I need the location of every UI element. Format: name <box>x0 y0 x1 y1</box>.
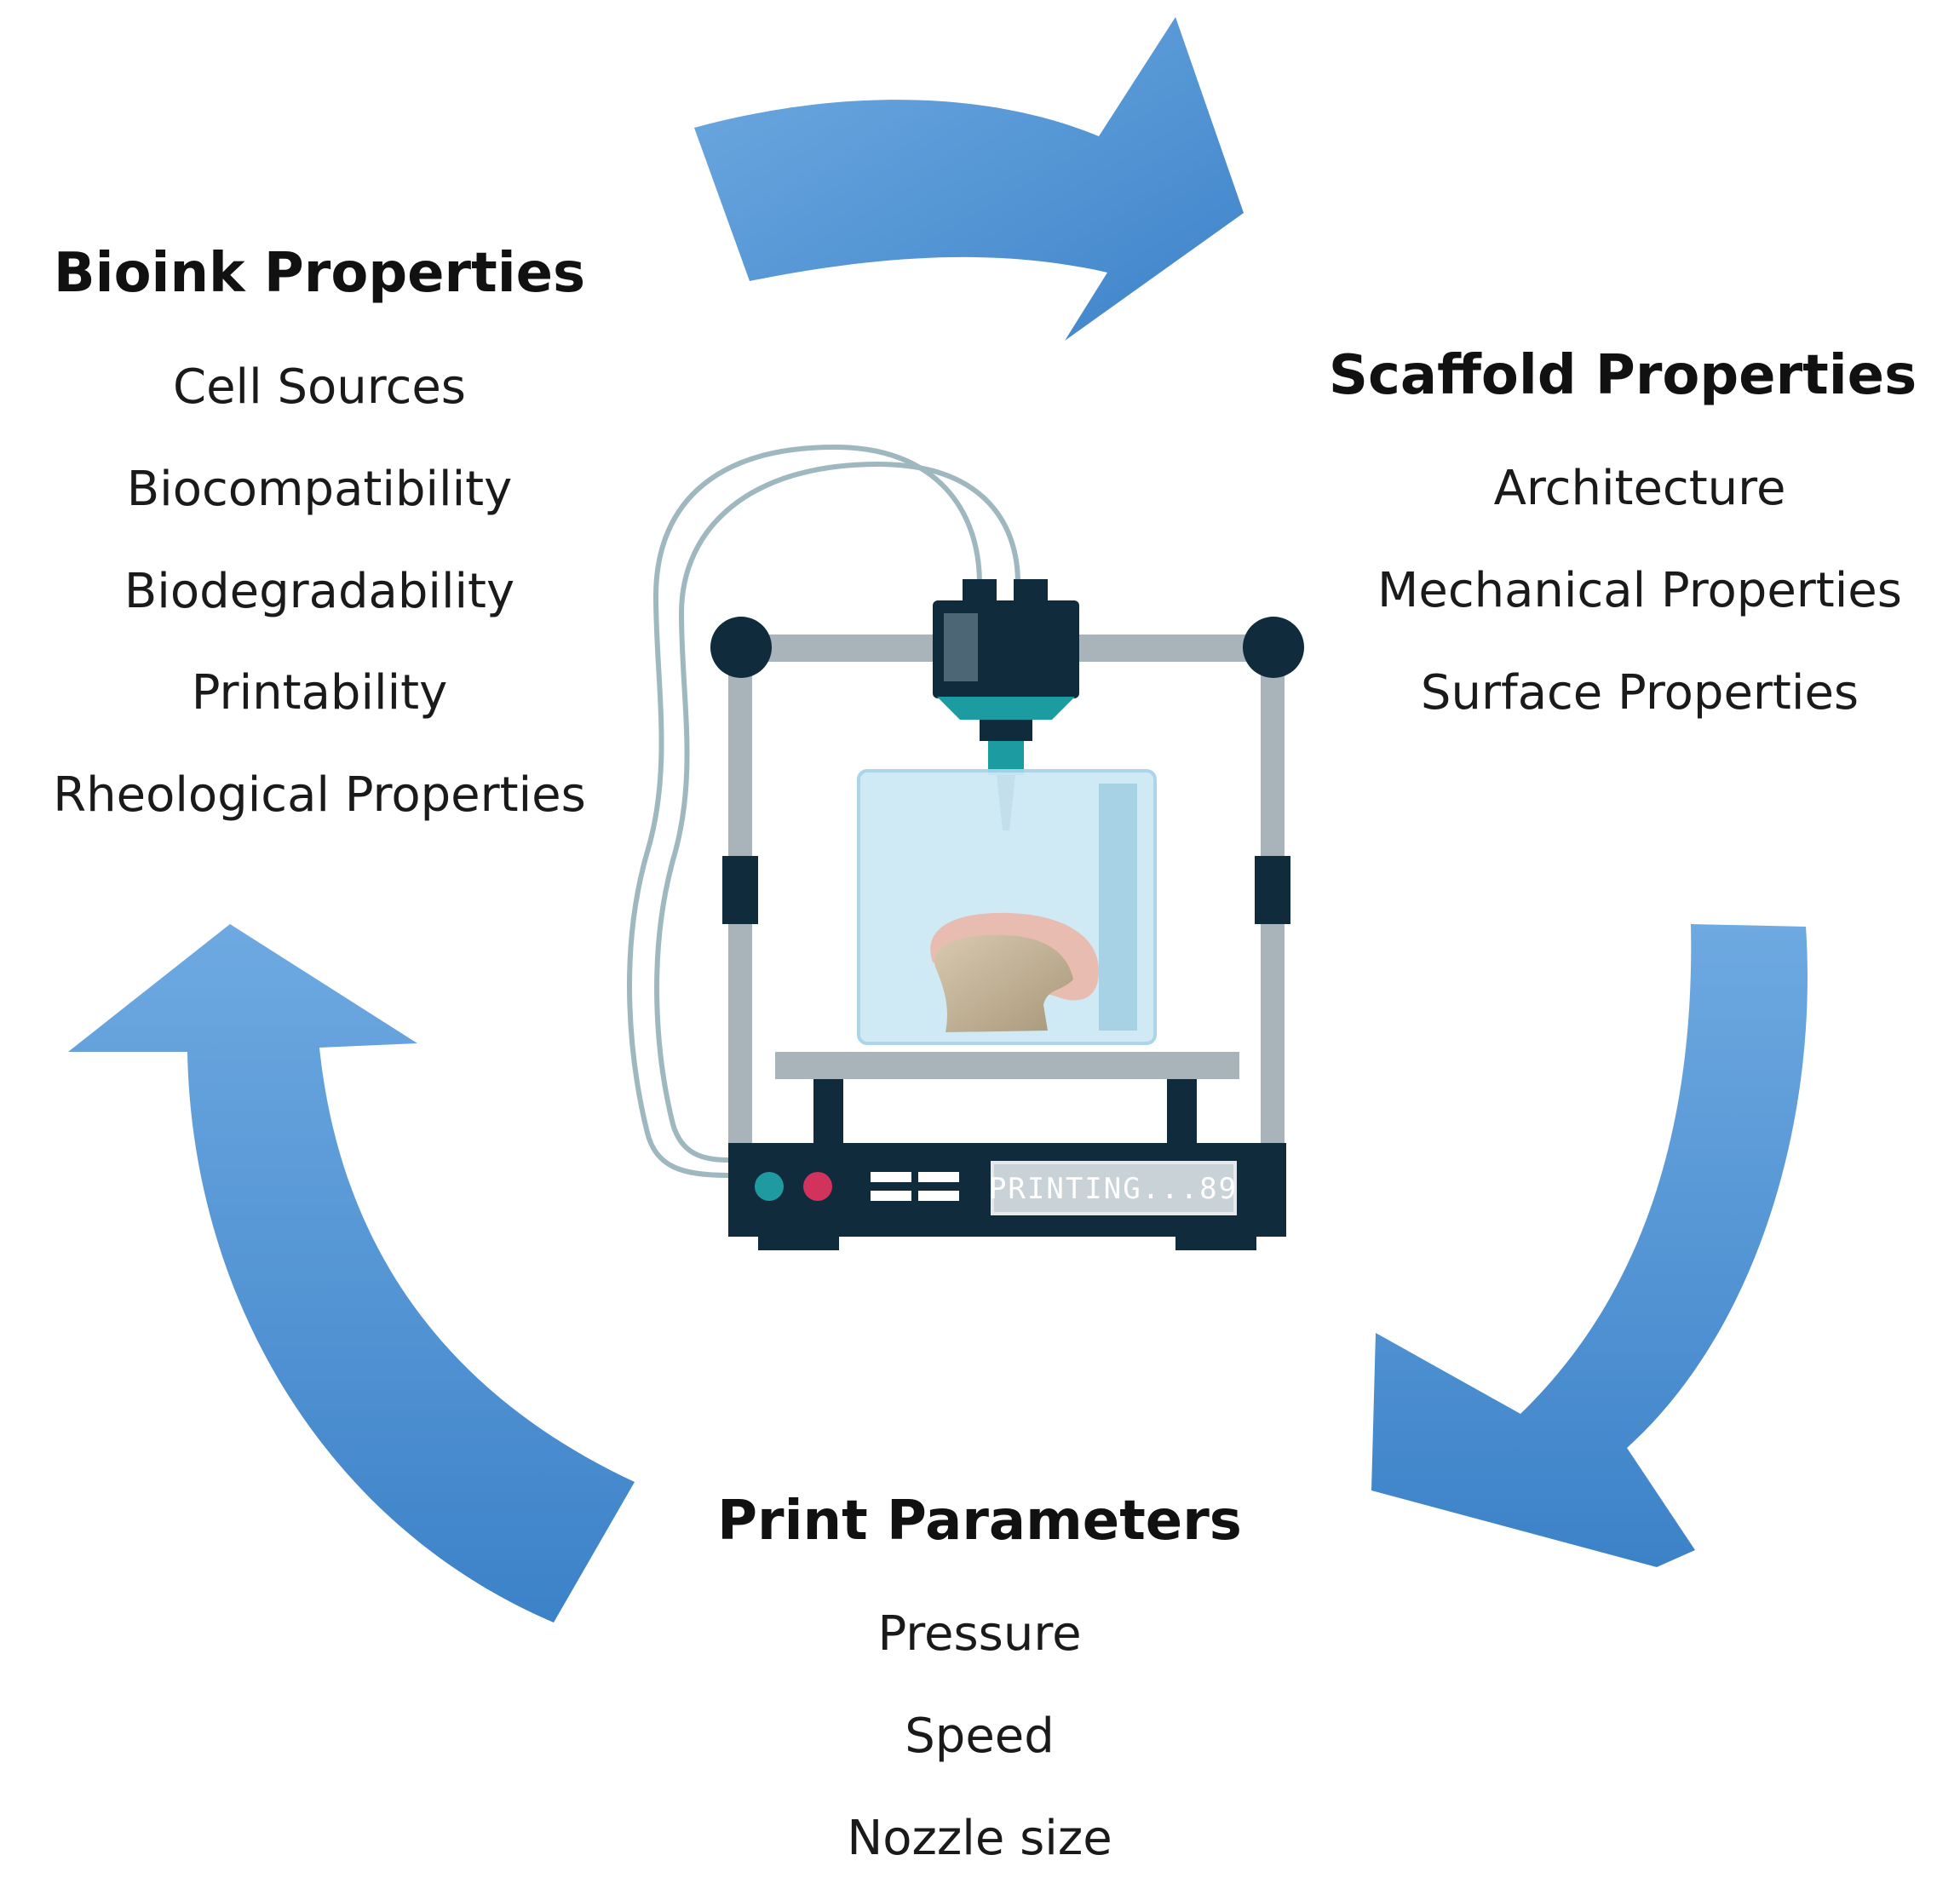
arrow-top <box>694 17 1244 341</box>
bioink-item: Rheological Properties <box>53 767 586 823</box>
arrow-left <box>68 924 635 1622</box>
print-parameters-heading: Print Parameters <box>717 1490 1242 1553</box>
bioprinter-illustration: PRINTING...89 <box>627 444 1304 1250</box>
beaker-highlight <box>1099 784 1137 1031</box>
printer-foot-left <box>758 1235 839 1250</box>
plate-leg-left <box>813 1079 843 1147</box>
control-slot-2 <box>918 1172 959 1182</box>
print-parameter-item: Pressure <box>877 1606 1081 1662</box>
control-button-pink <box>803 1172 832 1201</box>
scaffold-item: Mechanical Properties <box>1377 563 1902 618</box>
scaffold-properties-heading: Scaffold Properties <box>1329 344 1917 407</box>
plate-leg-right <box>1167 1079 1197 1147</box>
tissue-bone <box>934 934 1073 1032</box>
bioink-tube-outer <box>627 444 982 1178</box>
bioink-properties-heading: Bioink Properties <box>54 242 585 305</box>
printer-foot-right <box>1175 1235 1256 1250</box>
frame-joint-left <box>710 617 772 678</box>
print-head-window <box>944 613 978 681</box>
print-parameter-item: Nozzle size <box>847 1811 1112 1866</box>
frame-joint-right <box>1243 617 1304 678</box>
bioink-item: Biodegradability <box>124 564 514 619</box>
bioink-item: Cell Sources <box>173 359 466 415</box>
arrow-right <box>1371 924 1808 1567</box>
scaffold-item: Surface Properties <box>1421 665 1859 721</box>
bioink-tube-inner <box>654 461 1020 1163</box>
bioink-item: Printability <box>192 665 447 721</box>
bioink-item: Biocompatibility <box>127 462 513 517</box>
post-clamp-right <box>1255 856 1290 924</box>
scaffold-item: Architecture <box>1494 461 1786 516</box>
bioink-properties-section: Bioink Properties Cell Sources Biocompat… <box>53 242 586 823</box>
build-plate <box>775 1052 1239 1079</box>
control-slot-4 <box>918 1191 959 1201</box>
print-parameters-section: Print Parameters Pressure Speed Nozzle s… <box>717 1490 1242 1866</box>
control-slot-1 <box>871 1172 911 1182</box>
control-slot-3 <box>871 1191 911 1201</box>
print-head-cone <box>937 697 1075 720</box>
status-display-text: PRINTING...89 <box>989 1172 1238 1206</box>
control-button-teal <box>755 1172 784 1201</box>
post-clamp-left <box>722 856 758 924</box>
print-parameter-item: Speed <box>905 1709 1055 1764</box>
print-head-collar <box>980 720 1032 741</box>
status-display <box>991 1161 1237 1215</box>
scaffold-properties-section: Scaffold Properties Architecture Mechani… <box>1329 344 1917 721</box>
